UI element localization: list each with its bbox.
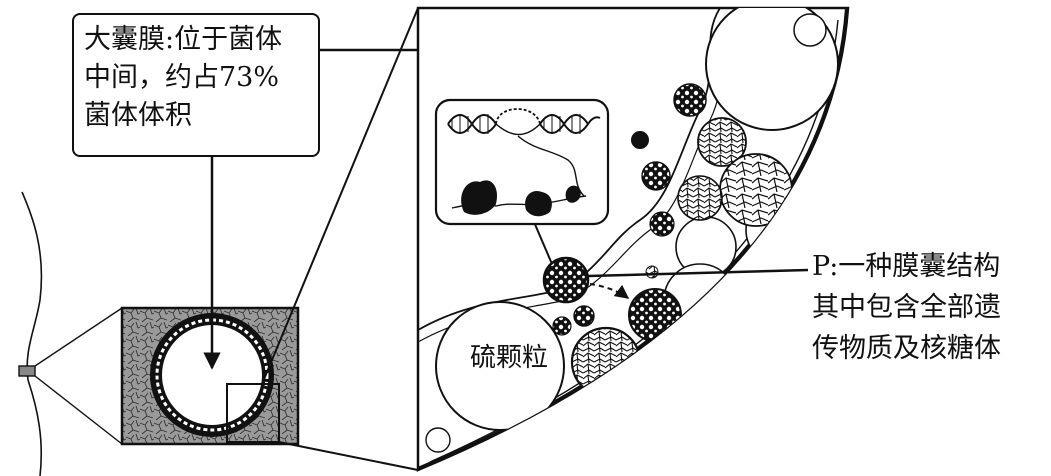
sample-marker xyxy=(19,366,35,376)
p-structure-callout: P:一种膜囊结构 其中包含全部遗 传物质及核糖体 xyxy=(812,246,1048,369)
sulfur-granule-label: 硫颗粒 xyxy=(454,342,564,374)
p-structure-callout-line1: P:一种膜囊结构 xyxy=(812,246,1048,287)
zoom-lines-small xyxy=(35,308,122,444)
zoom-box xyxy=(122,308,298,444)
p-structure-callout-line3: 传物质及核糖体 xyxy=(812,328,1048,369)
p-structure xyxy=(544,258,588,302)
magnified-sector xyxy=(418,0,848,470)
large-vacuole-callout-line2: 中间，约占73% xyxy=(84,59,310,97)
large-vacuole-callout: 大囊膜:位于菌体 中间，约占73% 菌体体积 xyxy=(72,13,320,157)
large-vacuole-callout-line3: 菌体体积 xyxy=(84,97,310,135)
large-vacuole-callout-line1: 大囊膜:位于菌体 xyxy=(84,21,310,59)
bacterium-outline xyxy=(22,192,41,476)
p-structure-callout-line2: 其中包含全部遗 xyxy=(812,287,1048,328)
